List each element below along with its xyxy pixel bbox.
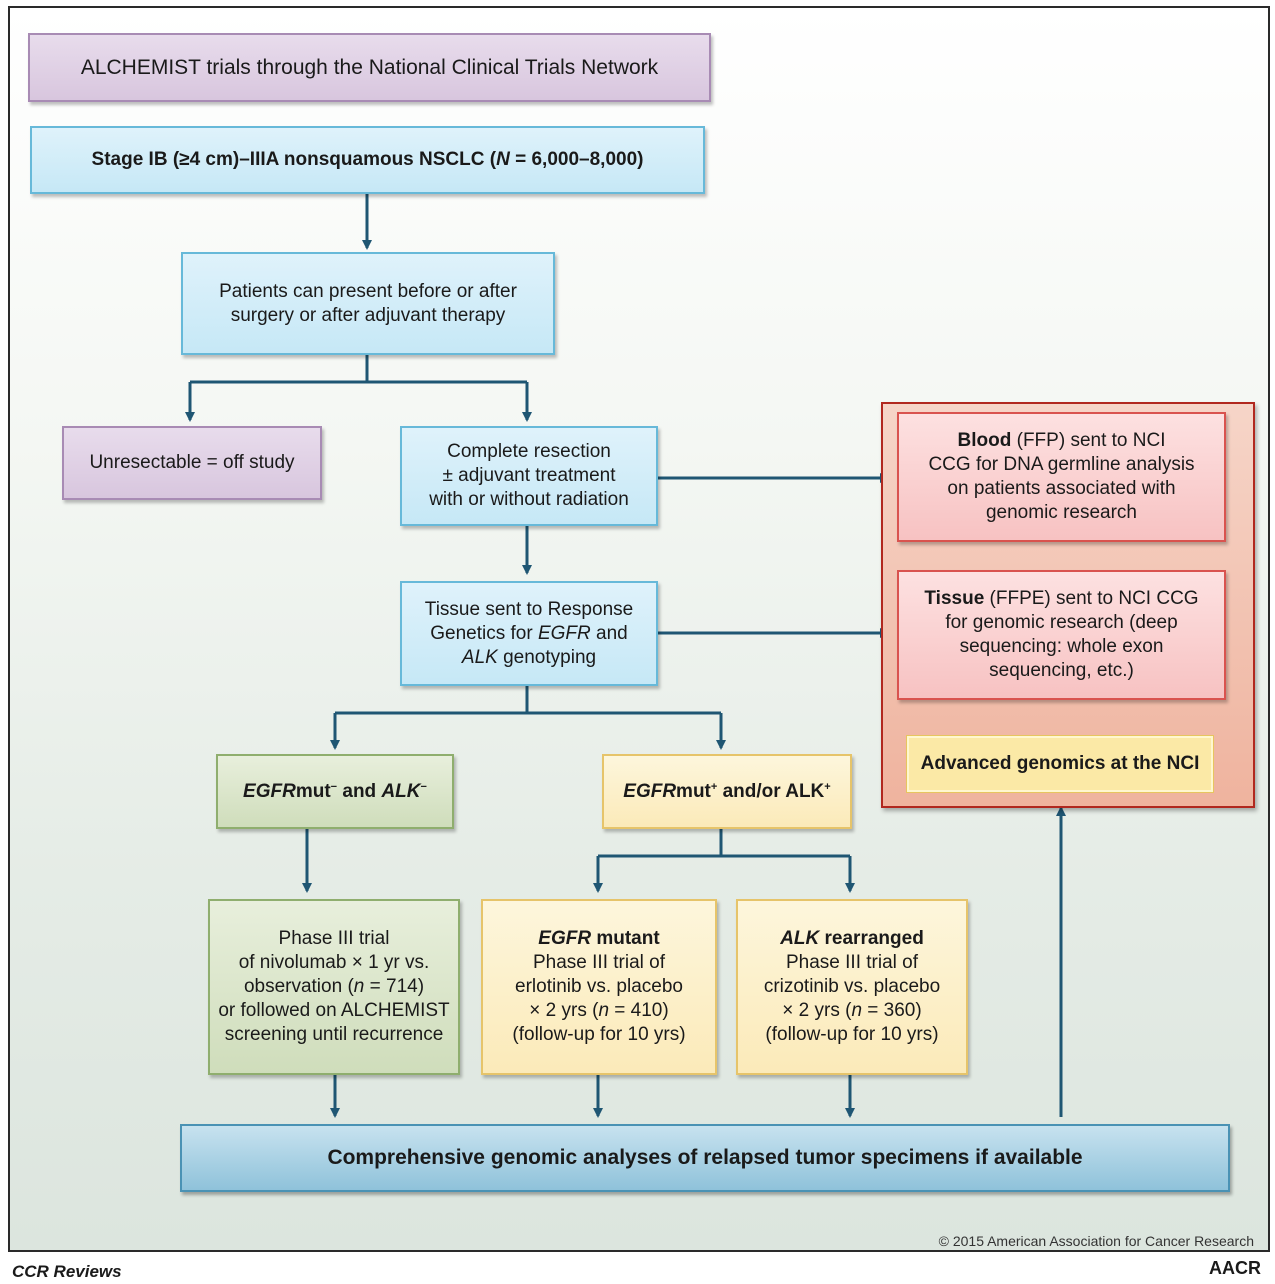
alk-trial-line4: × 2 yrs (n = 360) <box>782 1000 922 1021</box>
nivolumab-line2: of nivolumab × 1 yr vs. <box>238 952 430 973</box>
resection-box: Complete resection ± adjuvant treatment … <box>400 426 658 526</box>
present-text: Patients can present before or after sur… <box>219 280 517 326</box>
tissue-nci-line4: sequencing, etc.) <box>989 660 1134 681</box>
present-box: Patients can present before or after sur… <box>181 252 555 355</box>
alk-trial-line5: (follow-up for 10 yrs) <box>765 1024 939 1045</box>
diagram-frame: ALCHEMIST trials through the National Cl… <box>8 6 1270 1252</box>
tissue-genetics-box: Tissue sent to Response Genetics for EGF… <box>400 581 658 686</box>
nivolumab-line4: or followed on ALCHEMIST <box>218 1000 450 1021</box>
egfr-trial-line5: (follow-up for 10 yrs) <box>512 1024 686 1045</box>
publisher-logo: AACR <box>1209 1258 1261 1278</box>
resection-line2: ± adjuvant treatment <box>442 465 616 486</box>
nivolumab-trial-box: Phase III trial of nivolumab × 1 yr vs. … <box>208 899 460 1075</box>
egfr-trial-line3: erlotinib vs. placebo <box>515 976 683 997</box>
copyright-notice: © 2015 American Association for Cancer R… <box>938 1233 1254 1249</box>
unresectable-text: Unresectable = off study <box>89 452 295 473</box>
blood-line4: genomic research <box>985 502 1138 523</box>
connector-pos-split <box>598 828 850 858</box>
unresectable-box: Unresectable = off study <box>62 426 322 500</box>
header-title: ALCHEMIST trials through the National Cl… <box>80 55 659 79</box>
connector-layer <box>185 193 1066 1118</box>
blood-line1: Blood (FFP) sent to NCI <box>957 430 1166 451</box>
tissue-nci-line2: for genomic research (deep <box>945 612 1178 633</box>
alk-trial-line3: crizotinib vs. placebo <box>763 976 941 997</box>
advanced-genomics-box: Advanced genomics at the NCI <box>907 736 1213 792</box>
alk-trial-title: ALK rearranged <box>780 928 924 949</box>
egfr-alk-positive-box: EGFRmut+ and/or ALK+ <box>602 754 852 829</box>
egfr-trial-line2: Phase III trial of <box>532 952 665 973</box>
stage-box: Stage IB (≥4 cm)–IIIA nonsquamous NSCLC … <box>30 126 705 194</box>
tissue-nci-line3: sequencing: whole exon <box>959 636 1164 657</box>
stage-text: Stage IB (≥4 cm)–IIIA nonsquamous NSCLC … <box>91 149 644 170</box>
egfr-trial-box: EGFR mutant Phase III trial of erlotinib… <box>481 899 717 1075</box>
tissue-genetics-line1: Tissue sent to Response <box>424 598 634 620</box>
journal-name: CCR Reviews <box>12 1262 122 1281</box>
resection-line1: Complete resection <box>447 441 611 462</box>
advanced-genomics-text: Advanced genomics at the NCI <box>920 753 1200 774</box>
nivolumab-line1: Phase III trial <box>278 928 390 949</box>
tissue-nci-box: Tissue (FFPE) sent to NCI CCG for genomi… <box>897 570 1226 700</box>
comprehensive-analysis-box: Comprehensive genomic analyses of relaps… <box>180 1124 1230 1192</box>
egfr-trial-title: EGFR mutant <box>538 928 660 949</box>
blood-box: Blood (FFP) sent to NCI CCG for DNA germ… <box>897 412 1226 542</box>
tissue-genetics-line3: ALK genotyping <box>461 646 597 668</box>
egfr-trial-line4: × 2 yrs (n = 410) <box>529 1000 669 1021</box>
nivolumab-line5: screening until recurrence <box>224 1024 444 1045</box>
tissue-genetics-line2: Genetics for EGFR and <box>430 622 628 644</box>
comprehensive-analysis-text: Comprehensive genomic analyses of relaps… <box>327 1146 1083 1169</box>
blood-line2: CCG for DNA germline analysis <box>928 454 1195 475</box>
connector-tissue-split <box>335 685 721 715</box>
tissue-nci-line1: Tissue (FFPE) sent to NCI CCG <box>924 588 1199 609</box>
egfr-alk-negative-text: EGFRmut− and ALK− <box>243 780 427 802</box>
egfr-alk-positive-text: EGFRmut+ and/or ALK+ <box>623 780 831 802</box>
header-title-box: ALCHEMIST trials through the National Cl… <box>28 33 711 102</box>
alk-trial-line2: Phase III trial of <box>785 952 918 973</box>
resection-line3: with or without radiation <box>429 489 629 510</box>
alk-trial-box: ALK rearranged Phase III trial of crizot… <box>736 899 968 1075</box>
egfr-alk-negative-box: EGFRmut− and ALK− <box>216 754 454 829</box>
connector-present-split <box>190 354 527 384</box>
nivolumab-line3: observation (n = 714) <box>243 976 425 997</box>
blood-line3: on patients associated with <box>947 478 1176 499</box>
